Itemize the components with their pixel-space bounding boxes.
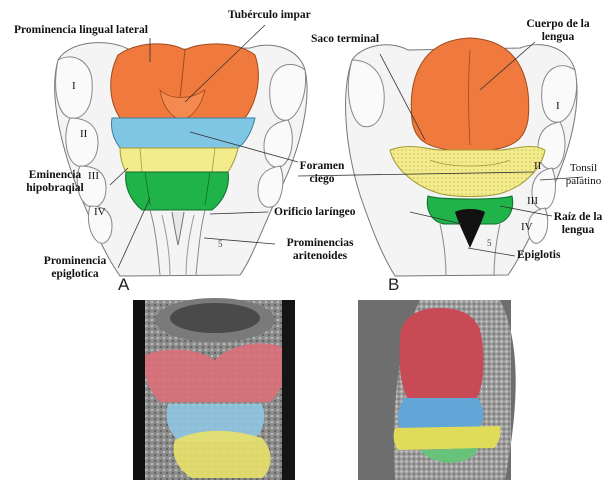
arch-numeral-b-2: II [534, 160, 541, 173]
label-raiz-line1: Raíz de la [548, 211, 608, 224]
label-tonsil-line1: Tonsil [556, 162, 611, 175]
arch-numeral-b-3: III [527, 195, 538, 208]
sem-right-red [400, 308, 484, 405]
label-saco-terminal: Saco terminal [311, 33, 379, 46]
sem-left-yellow [174, 431, 271, 478]
label-cuerpo-lengua: Cuerpo de la lengua [518, 18, 598, 44]
sem-photo-left [133, 298, 295, 480]
arch-numeral-4: IV [94, 206, 106, 219]
label-foramen-line2: ciego [292, 173, 352, 186]
label-prominencias-aritenoides: Prominencias aritenoides [270, 237, 370, 263]
sem-right-blue [398, 398, 483, 428]
svg-text:5: 5 [218, 239, 223, 249]
label-orificio-laringeo: Orificio laríngeo [274, 206, 355, 219]
arch-numeral-b-1: I [556, 100, 560, 113]
label-cuerpo-line1: Cuerpo de la [518, 18, 598, 31]
copula-blue [111, 118, 255, 148]
label-eminencia-line1: Eminencia [10, 169, 100, 182]
label-tuberculo-impar: Tubérculo impar [228, 9, 311, 22]
sem-photo-right [358, 300, 516, 480]
label-prominencia-epiglotica: Prominencia epiglotica [30, 255, 120, 281]
arch-numeral-1: I [72, 80, 76, 93]
label-tonsil-line2: palatino [556, 175, 611, 188]
label-prominencia-epiglotica-line2: epiglotica [30, 268, 120, 281]
label-epiglotis: Epiglotis [517, 249, 560, 262]
label-prominencia-lingual-lateral: Prominencia lingual lateral [14, 24, 148, 37]
epiglottic-green [126, 172, 229, 210]
panel-b-drawing: 5 [346, 38, 577, 276]
label-aritenoides-line2: aritenoides [270, 250, 370, 263]
label-eminencia-line2: hipobraqial [10, 182, 100, 195]
label-tonsil-palatino: Tonsil palatino [556, 162, 611, 188]
label-eminencia: Eminencia hipobraqial [10, 169, 100, 195]
label-aritenoides-line1: Prominencias [270, 237, 370, 250]
label-foramen-ciego: Foramen ciego [292, 160, 352, 186]
label-prominencia-epiglotica-line1: Prominencia [30, 255, 120, 268]
sem-right-yellow [394, 426, 501, 450]
label-foramen-line1: Foramen [292, 160, 352, 173]
label-raiz-lengua: Raíz de la lengua [548, 211, 608, 237]
arch-numeral-b-4: IV [521, 221, 533, 234]
hypobranchial-yellow [120, 148, 238, 172]
label-raiz-line2: lengua [548, 224, 608, 237]
label-cuerpo-line2: lengua [518, 31, 598, 44]
panel-b-letter: B [388, 275, 399, 295]
svg-text:5: 5 [487, 238, 492, 248]
arch-numeral-2: II [80, 128, 87, 141]
